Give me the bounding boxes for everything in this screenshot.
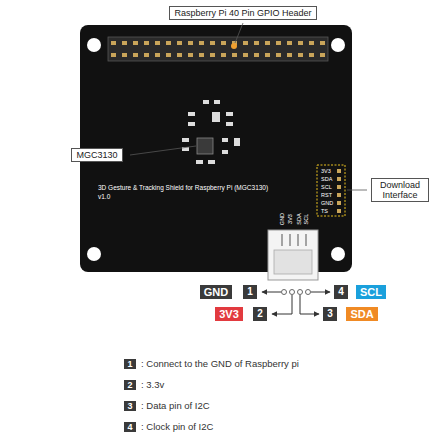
pin-name: SDA [346, 307, 377, 322]
node-text: 1 [247, 286, 253, 298]
node-text: 1 [127, 359, 132, 369]
pin-name: TS [321, 208, 328, 214]
node-text: 2 [127, 380, 132, 390]
grove-connector [268, 230, 318, 280]
pin-name: 3V3 [287, 214, 293, 224]
node-text: MGC3130 [76, 150, 117, 160]
pin-dots [282, 290, 311, 295]
mount-hole [87, 247, 101, 261]
mount-hole [87, 38, 101, 52]
pin-name: GND [279, 213, 285, 225]
node-text: 3 [127, 401, 132, 411]
connector-pins [282, 234, 306, 246]
pin-name: SDA [321, 176, 332, 182]
silkscreen-title: 3D Gesture & Tracking Shield for Raspber… [98, 184, 268, 191]
mgc3130-chip [197, 138, 213, 154]
pin-description: : Clock pin of I2C [141, 422, 213, 432]
node-text: 3V3 [219, 308, 239, 321]
silkscreen-version: v1.0 [98, 193, 110, 200]
pin-name: SDA [295, 213, 301, 224]
gpio-header [108, 37, 328, 61]
node-text: 2 [257, 308, 263, 320]
pin-name: GND [321, 200, 333, 206]
node-text: Download Interface [376, 180, 424, 201]
node-text: 3 [327, 308, 333, 320]
pin-number: 1 [243, 285, 257, 299]
node-text: SCL [360, 286, 382, 299]
pin-name: SCL [321, 184, 332, 190]
pin-name: RST [321, 192, 332, 198]
node-text: 4 [338, 286, 344, 298]
mount-hole [331, 247, 345, 261]
pin-name: SCL [303, 214, 309, 225]
callout-number: 4 [124, 422, 135, 432]
node-text: 4 [127, 422, 132, 432]
mount-hole [331, 38, 345, 52]
smd-components [182, 100, 240, 164]
callout-number: 2 [124, 380, 135, 390]
pin-description: : 3.3v [141, 380, 164, 390]
node-text: GND [204, 286, 228, 299]
pin-name: 3V3 [215, 307, 243, 322]
download-pads [337, 169, 341, 213]
callout-box: Download Interface [371, 178, 429, 203]
pin-number: 4 [334, 285, 348, 299]
pin-name: SCL [356, 285, 386, 300]
pin-description: : Connect to the GND of Raspberry pi [141, 359, 299, 369]
pin-number: 2 [253, 307, 267, 321]
connector-socket [274, 250, 312, 274]
node-text: Raspberry Pi 40 Pin GPIO Header [174, 8, 311, 18]
pin-description: : Data pin of I2C [141, 401, 210, 411]
download-outline [317, 165, 345, 216]
callout-number: 1 [124, 359, 135, 369]
node-text: SDA [350, 308, 373, 321]
pin-arrows [262, 292, 330, 314]
callout-dot [231, 43, 237, 49]
callout-box: Raspberry Pi 40 Pin GPIO Header [169, 6, 316, 20]
callout-number: 3 [124, 401, 135, 411]
pin-number: 3 [323, 307, 337, 321]
callout-box: MGC3130 [71, 148, 122, 162]
header-pins [108, 37, 328, 61]
leader-lines [130, 23, 367, 190]
pin-name: GND [200, 285, 232, 300]
pin-name: 3V3 [321, 168, 331, 174]
